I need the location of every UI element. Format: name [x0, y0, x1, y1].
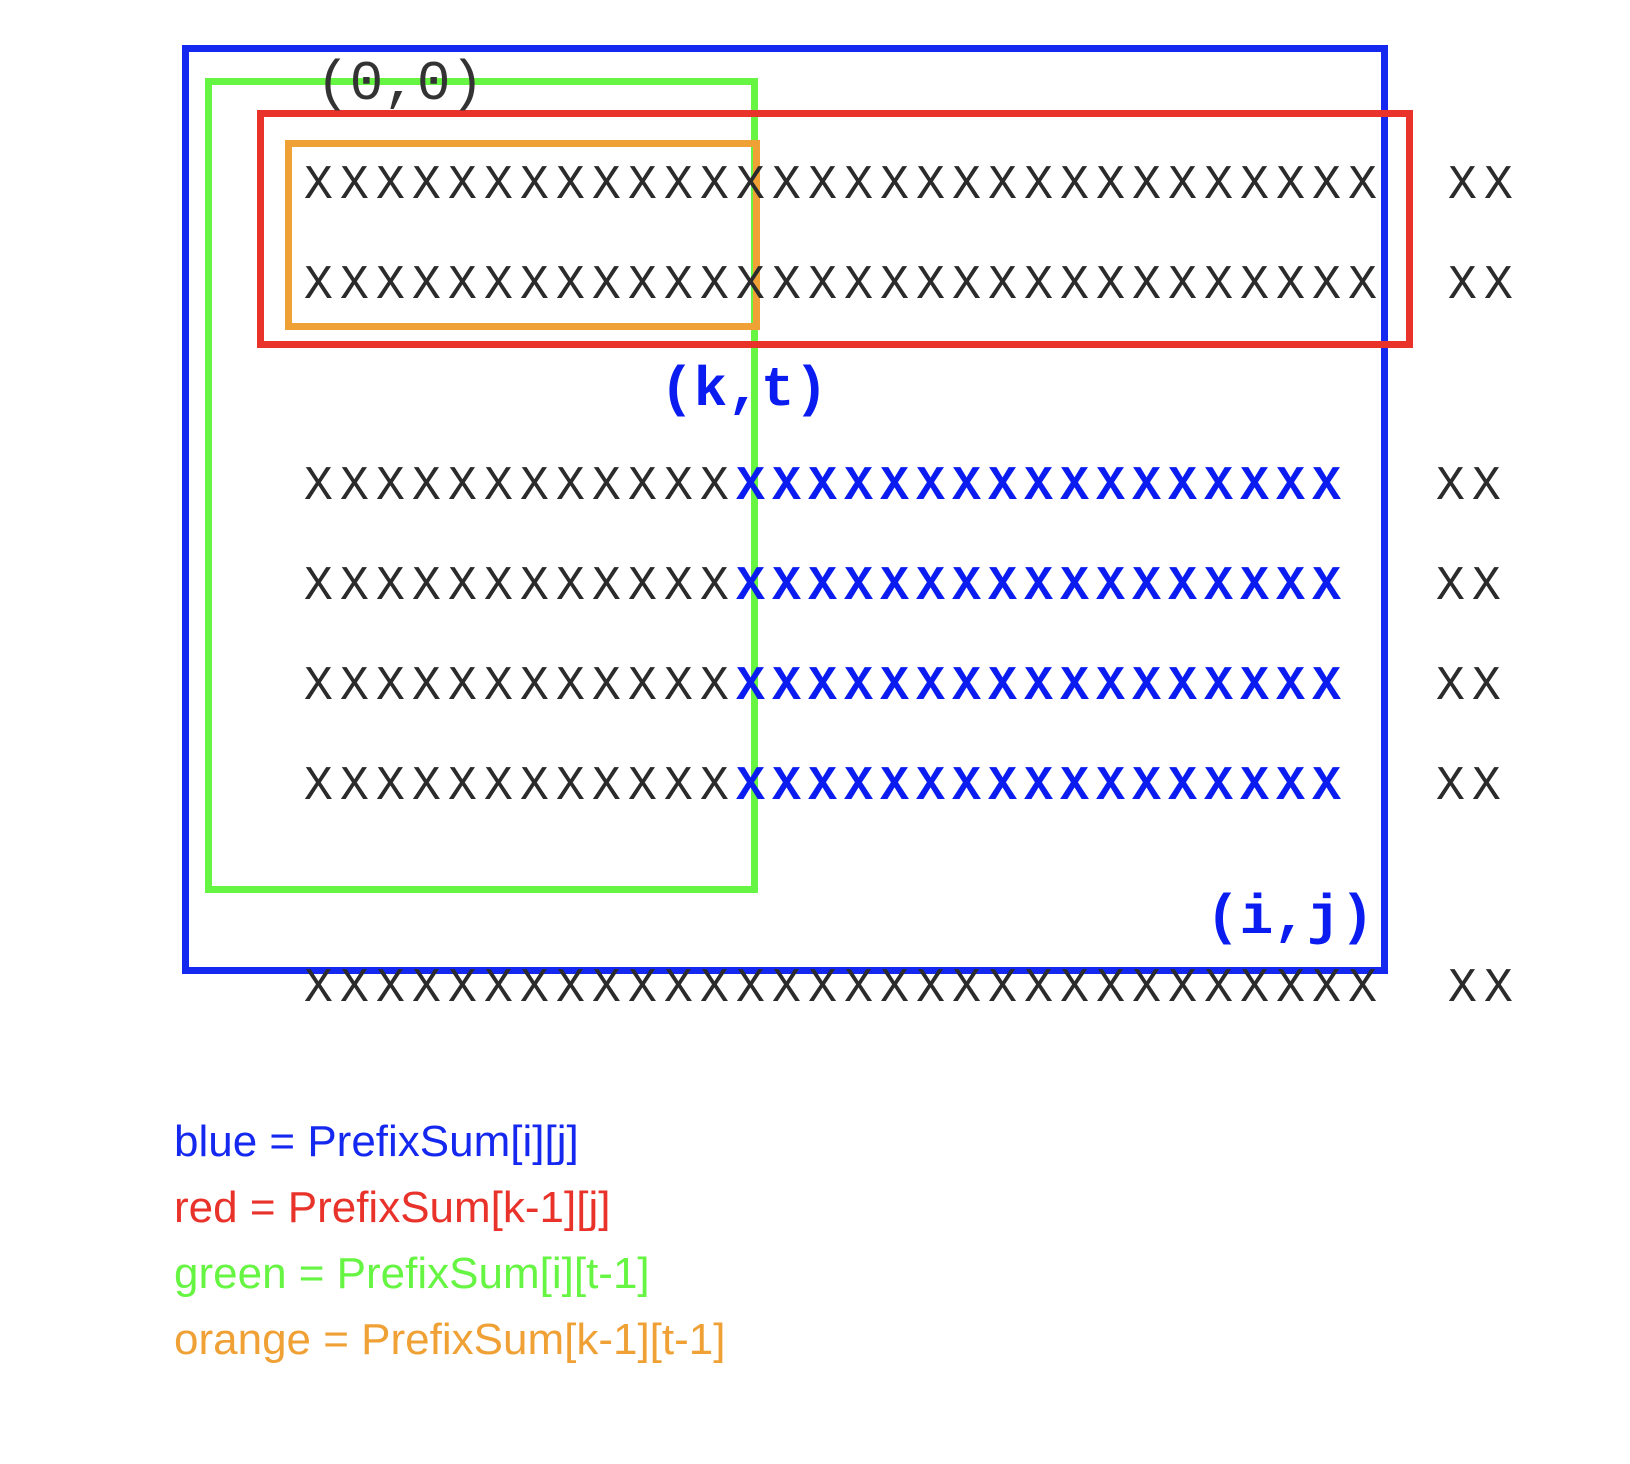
- kt-label: (k,t): [660, 358, 829, 422]
- x-row-left: XXXXXXXXXXXX: [304, 660, 737, 714]
- x-row-highlight: XXXXXXXXXXXXXXXXX: [736, 560, 1349, 614]
- ij-label: (i,j): [1206, 886, 1375, 950]
- legend-line: red = PrefixSum[k-1][j]: [174, 1183, 611, 1232]
- x-row-left: XXXXXXXXXXXXXXXXXXXXXXXXXXXXXX: [304, 962, 1385, 1016]
- blue-rectangle: [182, 45, 1388, 974]
- x-row-tail: XX: [1436, 560, 1509, 614]
- x-row-highlight: XXXXXXXXXXXXXXXXX: [736, 760, 1349, 814]
- orange-rectangle: [285, 140, 760, 330]
- x-row-highlight: XXXXXXXXXXXXXXXXX: [736, 460, 1349, 514]
- red-rectangle: [257, 110, 1413, 348]
- x-row-tail: XX: [1448, 962, 1521, 1016]
- legend-line: blue = PrefixSum[i][j]: [174, 1117, 579, 1166]
- legend-line: orange = PrefixSum[k-1][t-1]: [174, 1315, 726, 1364]
- x-row-tail: XX: [1436, 760, 1509, 814]
- x-row-tail: XX: [1448, 159, 1521, 213]
- x-row-tail: XX: [1448, 259, 1521, 313]
- green-rectangle: [205, 78, 758, 893]
- x-row-left: XXXXXXXXXXXXXXXXXXXXXXXXXXXXXX: [304, 159, 1385, 213]
- origin-label: (0,0): [316, 52, 485, 116]
- x-row-highlight: XXXXXXXXXXXXXXXXX: [736, 660, 1349, 714]
- x-row-left: XXXXXXXXXXXX: [304, 460, 737, 514]
- x-row-tail: XX: [1436, 460, 1509, 514]
- x-row-left: XXXXXXXXXXXX: [304, 760, 737, 814]
- x-row-left: XXXXXXXXXXXX: [304, 560, 737, 614]
- x-row-tail: XX: [1436, 660, 1509, 714]
- legend-line: green = PrefixSum[i][t-1]: [174, 1249, 650, 1298]
- x-row-left: XXXXXXXXXXXXXXXXXXXXXXXXXXXXXX: [304, 259, 1385, 313]
